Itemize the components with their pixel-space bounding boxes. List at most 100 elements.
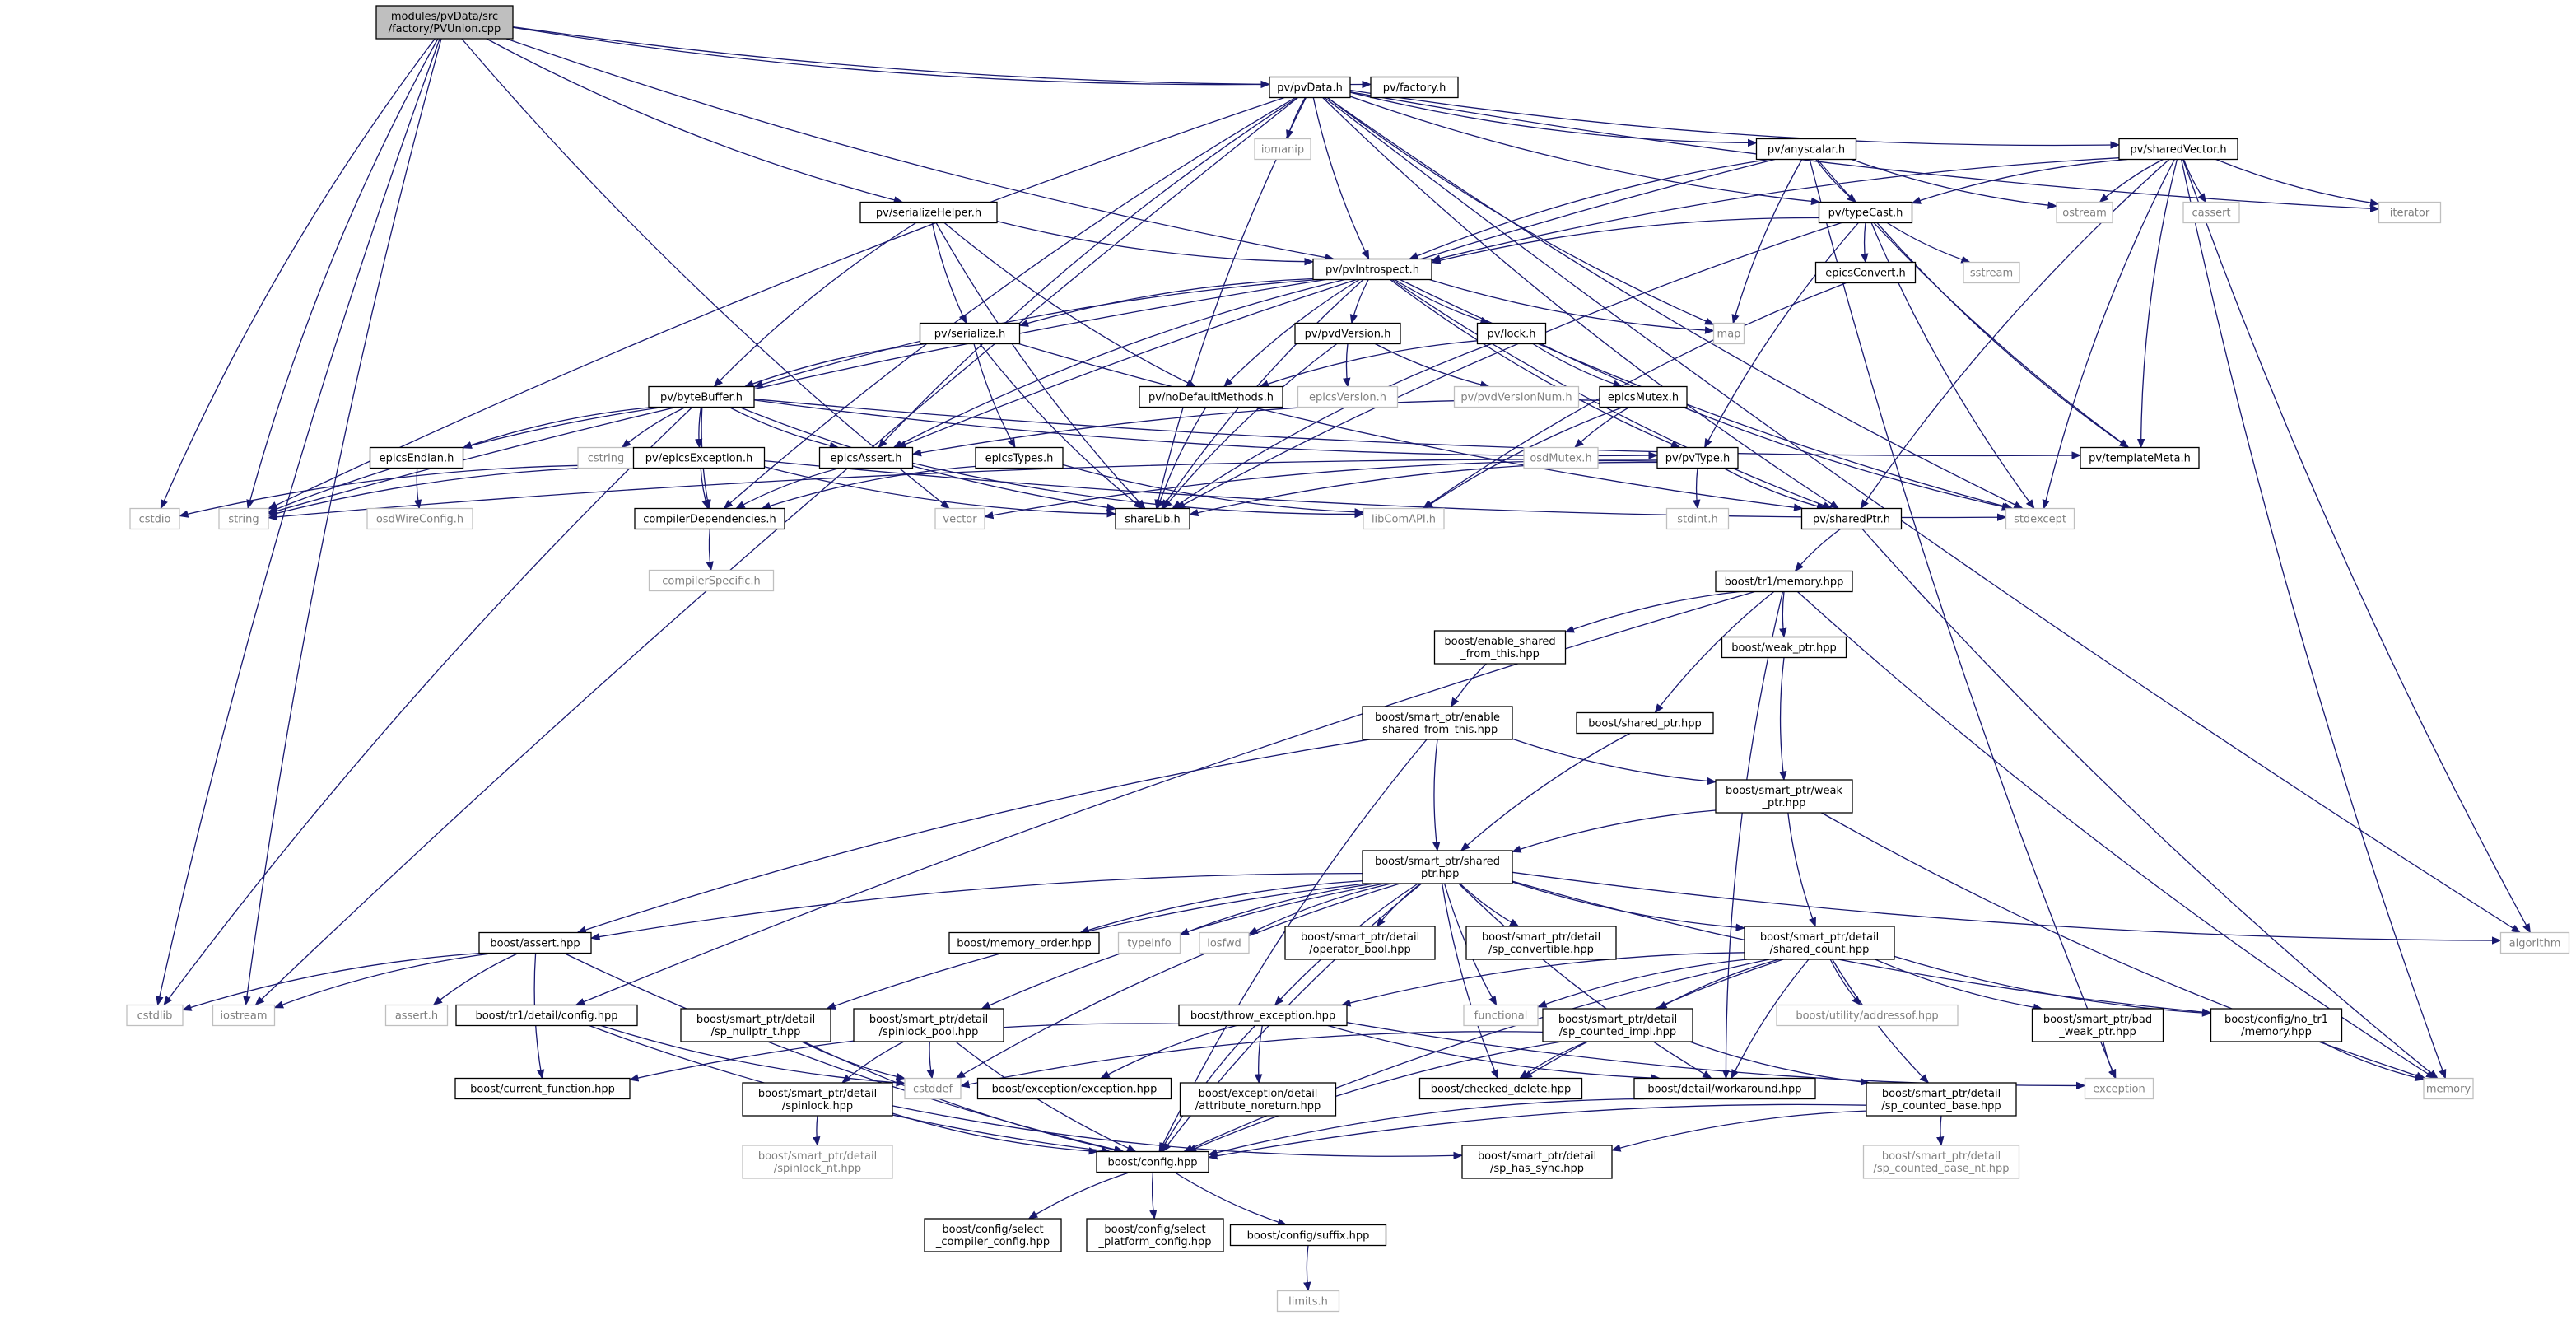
node-osdwireconfig: osdWireConfig.h	[366, 507, 473, 530]
node-selcompiler[interactable]: boost/config/select_compiler_config.hpp	[924, 1218, 1062, 1252]
node-sharelib[interactable]: shareLib.h	[1115, 507, 1190, 530]
node-spenablesft[interactable]: boost/smart_ptr/enable_shared_from_this.…	[1362, 706, 1513, 740]
node-box	[1269, 76, 1351, 99]
edge-spcountedimpl-to-checkeddelete	[1519, 1041, 1588, 1080]
node-templatemeta[interactable]: pv/templateMeta.h	[2080, 446, 2200, 469]
edge-spinlock-to-boostconfig	[892, 1112, 1099, 1155]
edge-bytebuffer-to-cstdlib	[163, 407, 693, 1006]
node-box	[1463, 1004, 1539, 1027]
node-label: epicsConvert.h	[1825, 268, 1906, 280]
node-workaround[interactable]: boost/detail/workaround.hpp	[1633, 1077, 1816, 1100]
node-anyscalar[interactable]: pv/anyscalar.h	[1755, 138, 1857, 161]
node-typecast[interactable]: pv/typeCast.h	[1818, 201, 1913, 224]
node-weakptr[interactable]: boost/weak_ptr.hpp	[1721, 636, 1847, 659]
node-enablesft[interactable]: boost/enable_shared_from_this.hpp	[1433, 630, 1567, 665]
edge-epicsconvert-to-libcomapi	[1422, 282, 1847, 510]
node-box	[1276, 1290, 1340, 1313]
node-currentfunction[interactable]: boost/current_function.hpp	[454, 1077, 631, 1100]
node-excexception[interactable]: boost/exception/exception.hpp	[976, 1077, 1172, 1100]
edge-sharedvector-to-templatemeta	[2136, 159, 2178, 449]
node-epicsendian[interactable]: epicsEndian.h	[369, 446, 464, 469]
edge-lock-to-sharelib	[1172, 343, 1493, 510]
node-box	[2080, 446, 2200, 469]
node-epicsexception[interactable]: pv/epicsException.h	[632, 446, 766, 469]
node-epicsassert[interactable]: epicsAssert.h	[818, 446, 914, 469]
node-spnullptr[interactable]: boost/smart_ptr/detail/sp_nullptr_t.hpp	[680, 1008, 831, 1042]
node-spweakptr[interactable]: boost/smart_ptr/weak_ptr.hpp	[1715, 779, 1853, 814]
node-spcountedimpl[interactable]: boost/smart_ptr/detail/sp_counted_impl.h…	[1542, 1008, 1693, 1042]
node-label: stdint.h	[1677, 514, 1717, 526]
edges-layer	[156, 26, 2531, 1292]
node-nodefault[interactable]: pv/noDefaultMethods.h	[1139, 385, 1283, 408]
node-pvdata[interactable]: pv/pvData.h	[1269, 76, 1351, 99]
edge-root-to-pvdata	[512, 26, 1271, 89]
node-compilerdeps[interactable]: compilerDependencies.h	[634, 507, 785, 530]
node-root[interactable]: modules/pvData/src/factory/PVUnion.cpp	[375, 5, 514, 40]
node-spsharedptr[interactable]: boost/smart_ptr/shared_ptr.hpp	[1362, 850, 1513, 884]
node-tr1memory[interactable]: boost/tr1/memory.hpp	[1715, 570, 1853, 593]
node-spinlock[interactable]: boost/smart_ptr/detail/spinlock.hpp	[742, 1082, 893, 1117]
node-spcountedbase[interactable]: boost/smart_ptr/detail/sp_counted_base.h…	[1866, 1082, 2017, 1117]
edge-anyscalar-to-pvintrospect	[1409, 158, 1769, 260]
node-lock[interactable]: pv/lock.h	[1476, 322, 1547, 345]
node-label: typeinfo	[1127, 938, 1171, 950]
node-label: pv/pvdVersionNum.h	[1460, 392, 1572, 404]
node-spinlockpool[interactable]: boost/smart_ptr/detail/spinlock_pool.hpp	[853, 1008, 1004, 1042]
node-box	[2423, 1077, 2474, 1100]
node-memoryorder[interactable]: boost/memory_order.hpp	[948, 931, 1100, 954]
node-boostassert[interactable]: boost/assert.hpp	[478, 931, 592, 954]
node-spconvertible[interactable]: boost/smart_ptr/detail/sp_convertible.hp…	[1465, 926, 1617, 960]
node-pvfactory[interactable]: pv/factory.h	[1370, 76, 1459, 99]
node-label: modules/pvData/src	[391, 11, 498, 23]
node-attrnoreturn[interactable]: boost/exception/detail/attribute_noretur…	[1179, 1082, 1337, 1117]
node-throwexc[interactable]: boost/throw_exception.hpp	[1178, 1004, 1348, 1027]
node-stdint: stdint.h	[1665, 507, 1730, 530]
node-boostconfig[interactable]: boost/config.hpp	[1096, 1150, 1209, 1173]
node-tr1config[interactable]: boost/tr1/detail/config.hpp	[455, 1004, 638, 1027]
node-pvintrospect[interactable]: pv/pvIntrospect.h	[1312, 258, 1432, 281]
node-sharedvector[interactable]: pv/sharedVector.h	[2118, 138, 2238, 161]
node-label: pv/sharedPtr.h	[1813, 514, 1890, 526]
node-sharedptrhpp[interactable]: boost/shared_ptr.hpp	[1576, 711, 1714, 735]
edge-spcountedbase-to-spcountedbasent	[1936, 1115, 1945, 1147]
node-notr1memory[interactable]: boost/config/no_tr1/memory.hpp	[2210, 1008, 2343, 1042]
node-selplatform[interactable]: boost/config/select_platform_config.hpp	[1086, 1218, 1224, 1252]
node-box	[976, 1077, 1172, 1100]
node-bytebuffer[interactable]: pv/byteBuffer.h	[648, 385, 755, 408]
node-opbool[interactable]: boost/smart_ptr/detail/operator_bool.hpp	[1284, 926, 1436, 960]
node-epicsconvert[interactable]: epicsConvert.h	[1814, 261, 1917, 284]
edge-spsharedptr-to-spconvertible	[1459, 883, 1520, 927]
node-label: boost/smart_ptr/detail	[1301, 931, 1419, 944]
node-epicstypes[interactable]: epicsTypes.h	[975, 446, 1064, 469]
edge-spenablesft-to-spsharedptr	[1432, 739, 1441, 852]
node-serializehelper[interactable]: pv/serializeHelper.h	[859, 201, 998, 224]
node-label: cstring	[588, 453, 624, 465]
node-badweakptr[interactable]: boost/smart_ptr/bad_weak_ptr.hpp	[2031, 1008, 2164, 1042]
node-box	[1461, 1145, 1613, 1179]
node-label: /spinlock.hpp	[782, 1100, 853, 1112]
node-pvdversion[interactable]: pv/pvdVersion.h	[1294, 322, 1401, 345]
node-label: boost/smart_ptr/detail	[758, 1150, 877, 1163]
node-serialize[interactable]: pv/serialize.h	[919, 322, 1021, 345]
node-label: pv/serialize.h	[934, 329, 1005, 341]
edge-boostassert-to-boostconfig	[563, 952, 1125, 1154]
node-checkeddelete[interactable]: boost/checked_delete.hpp	[1418, 1077, 1583, 1100]
edge-sharedcount-to-addressof	[1829, 959, 1861, 1006]
node-sphassync[interactable]: boost/smart_ptr/detail/sp_has_sync.hpp	[1461, 1145, 1613, 1179]
node-label: boost/smart_ptr/detail	[1558, 1014, 1677, 1026]
node-suffix[interactable]: boost/config/suffix.hpp	[1229, 1224, 1387, 1247]
edge-root-to-pvintrospect	[505, 38, 1335, 262]
node-box	[2056, 201, 2113, 224]
node-box	[1284, 926, 1436, 960]
node-sharedptr[interactable]: pv/sharedPtr.h	[1800, 507, 1903, 530]
node-epicsmutex[interactable]: epicsMutex.h	[1599, 385, 1688, 408]
node-box	[1866, 1082, 2017, 1117]
node-pvtype[interactable]: pv/pvType.h	[1656, 446, 1739, 469]
node-label: boost/smart_ptr/detail	[1760, 931, 1879, 944]
node-label: ostream	[2062, 208, 2107, 220]
node-box	[1599, 385, 1688, 408]
node-sharedcount[interactable]: boost/smart_ptr/detail/shared_count.hpp	[1744, 926, 1895, 960]
edge-typecast-to-sstream	[1886, 222, 1971, 264]
edge-root-to-pvfactory	[512, 26, 1372, 89]
edge-spsharedptr-to-checkeddelete	[1442, 883, 1498, 1080]
